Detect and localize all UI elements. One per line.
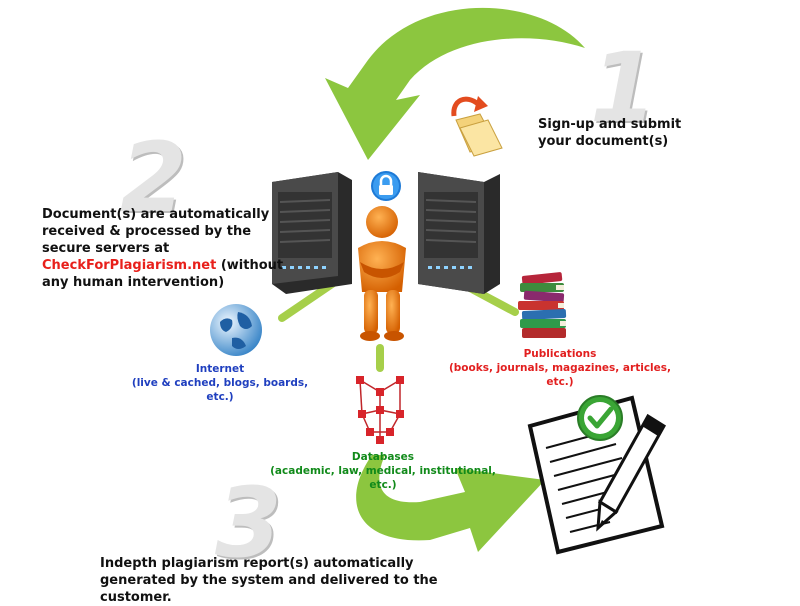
pen-icon — [596, 413, 667, 532]
books-icon — [518, 272, 567, 338]
server-left-icon — [272, 172, 352, 294]
document-icon — [527, 395, 665, 555]
step-2-number: 2 — [120, 122, 187, 234]
step-2-text: Document(s) are automatically received &… — [42, 206, 287, 291]
internet-label: Internet (live & cached, blogs, boards, … — [120, 362, 320, 404]
server-right-icon — [418, 172, 500, 294]
publications-title: Publications — [523, 348, 597, 360]
step-3-number: 3 — [215, 467, 282, 579]
step-2-text-before: Document(s) are automatically received &… — [42, 207, 270, 256]
person-figure-icon — [358, 206, 406, 341]
internet-title: Internet — [195, 363, 245, 375]
databases-label: Databases (academic, law, medical, insti… — [258, 450, 508, 492]
step-1-text: Sign-up and submit your document(s) — [538, 117, 682, 149]
lock-icon — [371, 171, 401, 201]
network-icon — [356, 376, 404, 444]
connector-internet — [278, 278, 339, 322]
publications-label: Publications (books, journals, magazines… — [445, 347, 675, 389]
internet-detail: (live & cached, blogs, boards, etc.) — [131, 377, 309, 403]
globe-icon — [210, 304, 262, 356]
databases-detail: (academic, law, medical, institutional, … — [270, 465, 496, 491]
publications-detail: (books, journals, magazines, articles, e… — [448, 362, 672, 388]
checkmark-icon — [577, 395, 623, 441]
step-2-text-after: (without any human intervention) — [42, 258, 284, 290]
brand-name: CheckForPlagiarism.net — [42, 258, 217, 273]
step-3-text: Indepth plagiarism report(s) automatical… — [100, 556, 438, 605]
step-1-number: 1 — [590, 32, 657, 144]
folder-icon — [451, 96, 503, 157]
databases-title: Databases — [351, 451, 415, 463]
